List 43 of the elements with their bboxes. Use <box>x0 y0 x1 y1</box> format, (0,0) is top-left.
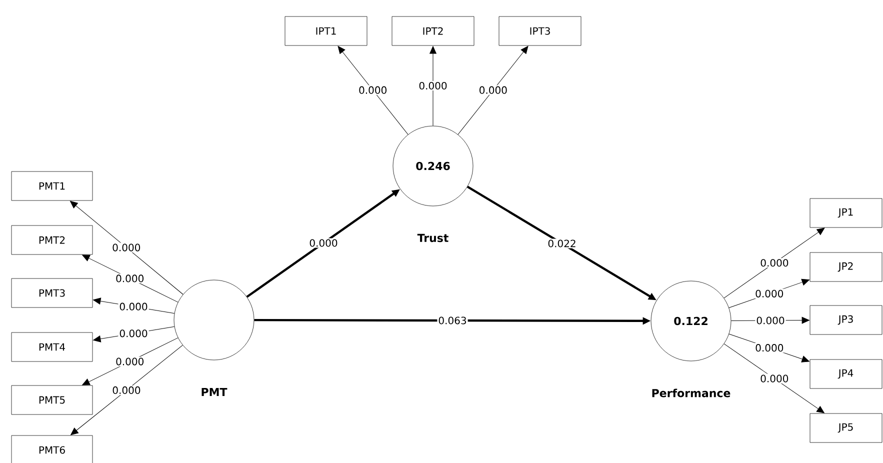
indicator-box: PMT2 <box>11 225 93 255</box>
edge-label: 0.000 <box>111 242 142 252</box>
edge-label: 0.000 <box>754 288 785 298</box>
edge-label: 0.000 <box>759 258 790 268</box>
arrow <box>70 344 183 436</box>
indicator-box: IPT1 <box>284 16 368 46</box>
indicator-box: JP5 <box>810 413 882 443</box>
construct-label: Performance <box>652 388 730 398</box>
edge-label: 0.000 <box>111 385 142 395</box>
indicator-box: JP4 <box>810 359 882 389</box>
edge-label: 0.000 <box>754 343 785 353</box>
edge-label: 0.022 <box>546 238 578 248</box>
indicator-box: PMT4 <box>11 332 93 362</box>
edge-label: 0.000 <box>308 238 339 248</box>
indicator-box: JP1 <box>810 198 882 228</box>
indicator-box: PMT3 <box>11 278 93 308</box>
arrow <box>430 46 436 126</box>
indicator-box: PMT5 <box>11 385 93 415</box>
indicator-box: IPT2 <box>392 16 474 46</box>
edge-label: 0.000 <box>358 85 388 95</box>
edge-label: 0.000 <box>418 80 448 91</box>
edge-label: 0.000 <box>759 374 790 384</box>
indicator-box: PMT1 <box>11 171 93 201</box>
construct-label: Trust <box>417 234 448 242</box>
indicator-box: IPT3 <box>498 16 582 46</box>
arrow <box>70 200 184 295</box>
edge-label: 0.000 <box>118 328 149 338</box>
arrow <box>82 254 178 302</box>
edge-label: 0.000 <box>478 85 508 95</box>
indicator-box: PMT6 <box>11 435 93 463</box>
indicator-box: JP3 <box>810 305 882 335</box>
arrow <box>458 46 528 135</box>
edge-label: 0.000 <box>114 356 146 366</box>
indicator-box: JP2 <box>810 252 882 282</box>
edge-label: 0.000 <box>114 274 146 284</box>
arrow <box>724 228 825 298</box>
edge-label: 0.063 <box>437 316 468 326</box>
edge-label: 0.000 <box>755 316 786 326</box>
construct-label: PMT <box>202 388 228 396</box>
arrow <box>724 344 824 414</box>
edge-label: 0.000 <box>118 302 149 312</box>
arrow <box>338 46 408 135</box>
arrow <box>82 338 178 386</box>
